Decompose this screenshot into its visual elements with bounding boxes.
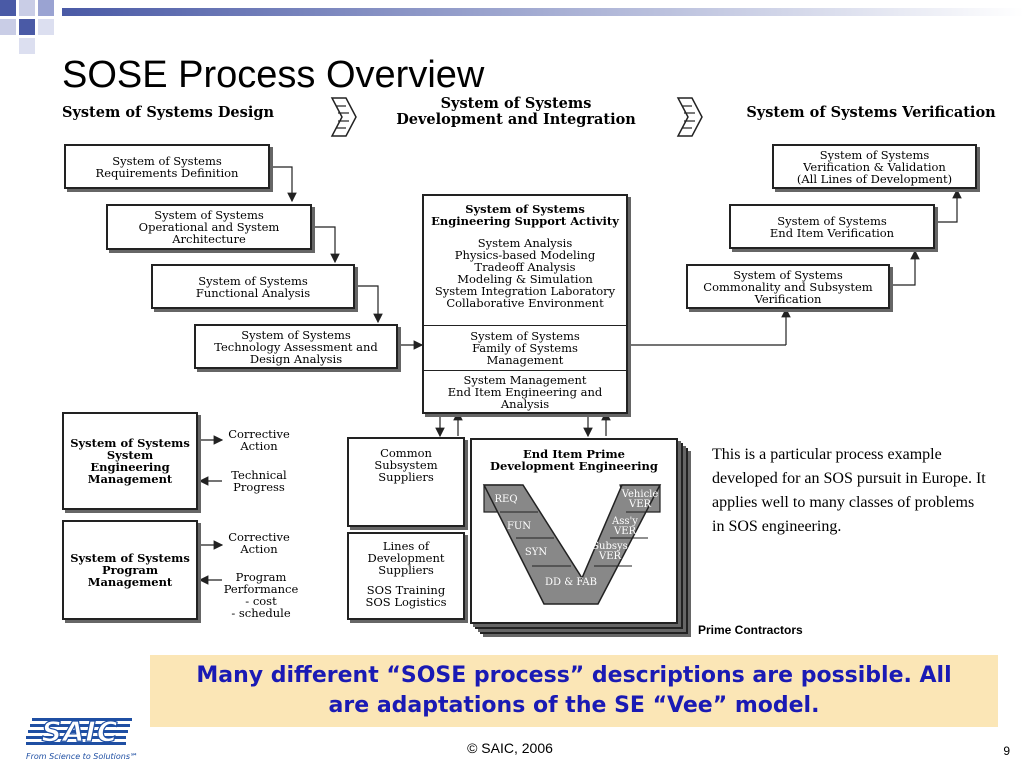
- page-number: 9: [1003, 744, 1010, 758]
- summary-banner: Many different “SOSE process” descriptio…: [150, 655, 998, 727]
- verification-step-commonality: System of Systems Commonality and Subsys…: [686, 264, 890, 309]
- saic-logo-tagline: From Science to Solutions℠: [26, 752, 139, 761]
- vee-req-label: REQ: [494, 494, 517, 505]
- vee-subsys-ver-label: VER: [598, 551, 622, 562]
- saic-logo-stripes-icon: [26, 718, 132, 745]
- common-subsystem-suppliers: Common Subsystem Suppliers: [347, 437, 465, 527]
- vee-vehicle-ver-label: VER: [628, 499, 652, 510]
- prime-contractors-label: Prime Contractors: [698, 623, 803, 637]
- vee-assy-ver-label: VER: [613, 526, 637, 537]
- vee-ddfab-label: DD & FAB: [545, 577, 597, 588]
- lines-of-development-suppliers: Lines of Development Suppliers SOS Train…: [347, 532, 465, 620]
- saic-logo: SAIC From Science to Solutions℠: [26, 715, 139, 764]
- design-step-architecture: System of Systems Operational and System…: [106, 204, 312, 250]
- saic-logo-name: SAIC: [41, 715, 119, 748]
- vee-syn-label: SYN: [525, 547, 547, 558]
- process-note: This is a particular process example dev…: [712, 446, 986, 535]
- header-design: System of Systems Design: [61, 104, 275, 121]
- header-development: System of Systems Development and Integr…: [396, 95, 636, 128]
- design-step-technology: System of Systems Technology Assessment …: [194, 324, 398, 369]
- program-management-box: System of Systems Program Management: [62, 520, 198, 620]
- header-verification: System of Systems Verification: [746, 104, 996, 121]
- vee-assy-label: Ass'y: [611, 516, 638, 527]
- pm-program-performance: Program Performance - cost - schedule: [223, 570, 299, 620]
- design-step-functional: System of Systems Functional Analysis: [151, 264, 355, 309]
- vee-subsys-label: Subsys: [592, 541, 628, 552]
- design-step-requirements: System of Systems Requirements Definitio…: [64, 144, 270, 189]
- se-management-box: System of Systems System Engineering Man…: [62, 412, 198, 510]
- vee-fun-label: FUN: [507, 521, 531, 532]
- title-bar-decoration: [0, 0, 1024, 54]
- copyright: © SAIC, 2006: [467, 740, 553, 756]
- verification-step-end-item: System of Systems End Item Verification: [729, 204, 935, 249]
- slide-title: SOSE Process Overview: [62, 54, 485, 96]
- verification-step-vv: System of Systems Verification & Validat…: [772, 144, 977, 189]
- engineering-support-box: System of Systems Engineering Support Ac…: [422, 194, 628, 414]
- vee-vehicle-label: Vehicle: [621, 489, 659, 500]
- header-arrow-icon: [330, 97, 703, 137]
- se-corrective-action: Corrective Action: [228, 427, 290, 453]
- se-technical-progress: Technical Progress: [231, 468, 287, 494]
- pm-corrective-action: Corrective Action: [228, 530, 290, 556]
